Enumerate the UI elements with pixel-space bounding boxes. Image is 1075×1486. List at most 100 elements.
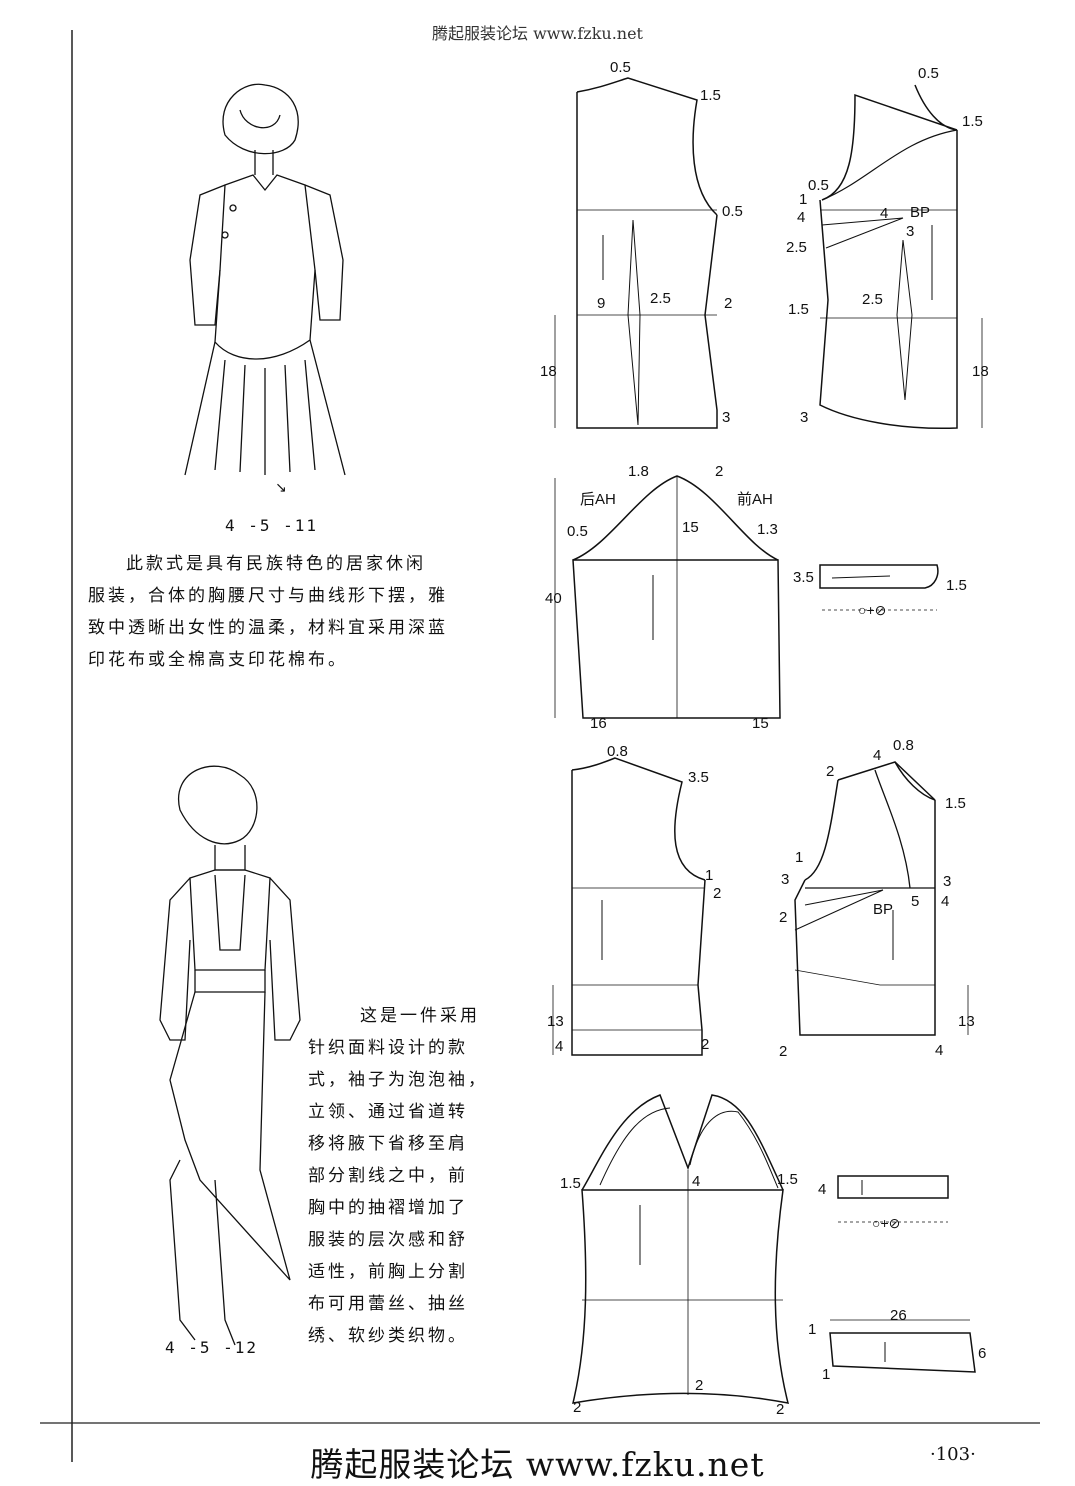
p2-cuff: [829, 1319, 976, 1373]
p2-front-right-a-label: 3: [943, 873, 951, 890]
figure2-desc-line: 式，袖子为泡泡袖，: [308, 1070, 488, 1090]
p1-front-bp-label: BP: [910, 204, 930, 221]
p2-front-shoulder-label: 1.5: [945, 795, 966, 812]
figure2-desc-line: 胸中的抽褶增加了: [308, 1198, 468, 1218]
p2-front-hem-b-label: 4: [935, 1042, 943, 1059]
p2-cuff-side-label: 6: [978, 1345, 986, 1362]
p1-front-hip-label: 18: [972, 363, 989, 380]
figure2-desc-line: 适性，前胸上分割: [308, 1262, 468, 1282]
p1-sleeve-cap-h-label: 15: [682, 519, 699, 536]
figure2-illustration: [159, 765, 301, 1346]
p2-back-side-label: 2: [701, 1036, 709, 1053]
p2-front-yoke-a-label: 2: [826, 763, 834, 780]
p2-front-bp-label: BP: [873, 901, 893, 918]
p1-front-side-label: 1.5: [788, 301, 809, 318]
figure1-description: 此款式是具有民族特色的居家休闲 服装，合体的胸腰尺寸与曲线形下摆，雅 致中透晰出…: [88, 548, 468, 676]
p1-back-shoulder-label: 1.5: [700, 87, 721, 104]
figure2-desc-line: 绣、软纱类织物。: [308, 1326, 468, 1346]
p2-front-side-a-label: 3: [781, 871, 789, 888]
p2-front-hem-a-label: 2: [779, 1043, 787, 1060]
p1-back-neck-label: 0.5: [610, 59, 631, 76]
p1-back-side-label: 2: [724, 295, 732, 312]
p2-cuff-width-label: 26: [890, 1307, 907, 1324]
p1-collar-formula-label: ○+⊘: [858, 602, 886, 618]
p2-collar-formula-label: ○+⊘: [872, 1215, 900, 1231]
p1-back-hem-label: 3: [722, 409, 730, 426]
figure1-desc-line: 致中透晰出女性的温柔，材料宜采用深蓝: [88, 618, 448, 638]
p2-front-neck-label: 0.8: [893, 737, 914, 754]
p2-sleeve-right-label: 1.5: [777, 1171, 798, 1188]
p1-sleeve-back-cap-label: 1.8: [628, 463, 649, 480]
p2-front-bp-b-label: 5: [911, 893, 919, 910]
p1-front-bodice: [819, 84, 983, 430]
p1-back-waist-label: 9: [597, 295, 605, 312]
p2-front-hip-label: 13: [958, 1013, 975, 1030]
figure1-desc-line: 服装，合体的胸腰尺寸与曲线形下摆，雅: [88, 586, 448, 606]
figure2-desc-line: 部分割线之中，前: [308, 1166, 468, 1186]
p1-front-shoulder-label: 1.5: [962, 113, 983, 130]
p2-back-armhole-b-label: 2: [713, 885, 721, 902]
figure2-desc-line: 移将腋下省移至肩: [308, 1134, 468, 1154]
p1-collar-height-label: 3.5: [793, 569, 814, 586]
p2-back-hem-label: 4: [555, 1038, 563, 1055]
figure2-desc-line: 服装的层次感和舒: [308, 1230, 468, 1250]
p2-sleeve-corner-r-label: 2: [776, 1401, 784, 1418]
p2-front-yoke-b-label: 4: [873, 747, 881, 764]
figure1-caption: 4 -5 -11: [225, 516, 319, 535]
figure1-illustration: [184, 83, 346, 476]
figure1-arrow: ↘: [275, 480, 287, 496]
figure2-desc-line: 布可用蕾丝、抽丝: [308, 1294, 468, 1314]
p1-front-bp-b-label: 3: [906, 223, 914, 240]
p2-collar: [837, 1175, 949, 1223]
p1-back-armhole-label: 0.5: [722, 203, 743, 220]
p1-front-arrow-label: 0.5: [808, 177, 829, 194]
p1-back-bodice: [554, 77, 718, 429]
page-number: ·103·: [930, 1444, 976, 1465]
p1-front-one-label: 1: [799, 191, 807, 208]
p2-back-shoulder-label: 3.5: [688, 769, 709, 786]
p1-sleeve-length-label: 40: [545, 590, 562, 607]
page-header: 腾起服装论坛 www.fzku.net: [431, 24, 643, 43]
p1-front-dart-label: 2.5: [786, 239, 807, 256]
p1-back-dart-label: 2.5: [650, 290, 671, 307]
p1-front-neck-label: 0.5: [918, 65, 939, 82]
p1-front-four-label: 4: [797, 209, 805, 226]
p1-sleeve: [554, 475, 781, 719]
p2-back-hip-label: 13: [547, 1013, 564, 1030]
p2-sleeve-bottom-label: 2: [695, 1377, 703, 1394]
p2-sleeve-corner-l-label: 2: [573, 1399, 581, 1416]
p1-sleeve-front-cap-label: 2: [715, 463, 723, 480]
figure2-desc-line: 针织面料设计的款: [308, 1038, 468, 1058]
figure2-desc-line: 这是一件采用: [360, 1006, 480, 1026]
p2-sleeve: [572, 1094, 790, 1404]
p2-back-armhole-a-label: 1: [705, 867, 713, 884]
p1-collar-tip-label: 1.5: [946, 577, 967, 594]
page-footer: 腾起服装论坛 www.fzku.net: [310, 1445, 765, 1484]
p2-sleeve-center-label: 4: [692, 1173, 700, 1190]
p1-sleeve-back-edge-label: 0.5: [567, 523, 588, 540]
p1-sleeve-front-cuff-label: 15: [752, 715, 769, 732]
p1-front-bp-a-label: 4: [880, 205, 888, 222]
figure1-desc-line: 印花布或全棉高支印花棉布。: [88, 650, 348, 670]
p1-collar: [819, 564, 939, 611]
p1-sleeve-front-edge-label: 1.3: [757, 521, 778, 538]
p2-front-side-b-label: 2: [779, 909, 787, 926]
figure2-caption: 4 -5 -12: [165, 1338, 259, 1357]
p2-sleeve-left-label: 1.5: [560, 1175, 581, 1192]
figure1-desc-line: 此款式是具有民族特色的居家休闲: [126, 554, 426, 574]
p2-front-arrow-label: 1: [795, 849, 803, 866]
p1-sleeve-front-ah-label: 前AH: [737, 491, 773, 508]
p1-front-hem-label: 3: [800, 409, 808, 426]
figure2-desc-line: 立领、通过省道转: [308, 1102, 468, 1122]
p2-back-bodice: [552, 757, 706, 1056]
p1-sleeve-back-cuff-label: 16: [590, 715, 607, 732]
p2-collar-height-label: 4: [818, 1181, 826, 1198]
p2-front-bodice: [794, 761, 969, 1036]
p2-cuff-top-label: 1: [808, 1321, 816, 1338]
p1-sleeve-back-ah-label: 后AH: [580, 491, 616, 508]
p1-front-waist-dart-label: 2.5: [862, 291, 883, 308]
p2-back-neck-label: 0.8: [607, 743, 628, 760]
p1-back-hip-label: 18: [540, 363, 557, 380]
